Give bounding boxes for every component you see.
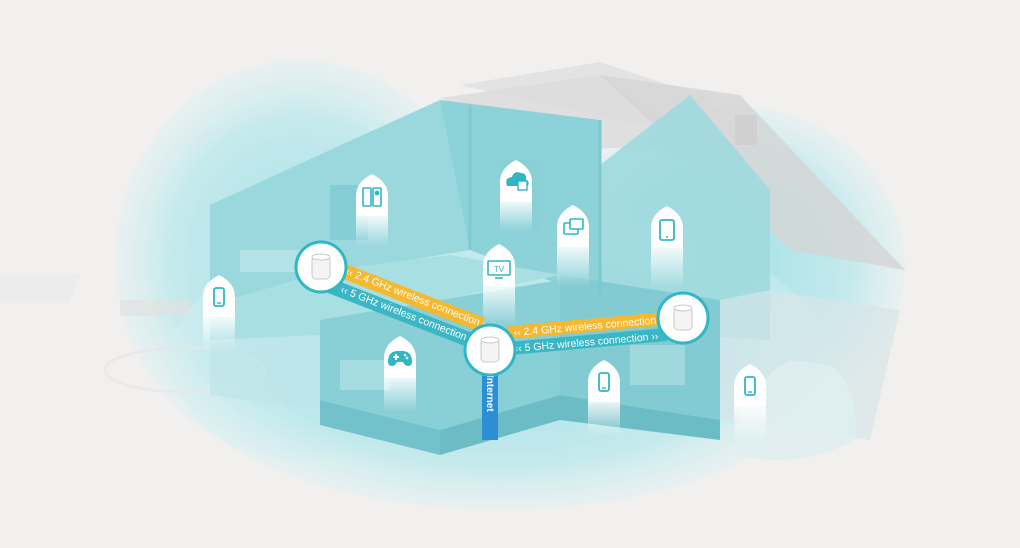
device-pin-cloud [500, 160, 532, 232]
band-right-24ghz [508, 312, 666, 339]
router-right [656, 291, 710, 345]
phone-icon [213, 287, 225, 307]
router-left [294, 240, 348, 294]
internet-label: Internet [484, 375, 495, 412]
router-icon [480, 336, 500, 363]
routers [294, 240, 710, 377]
phone-icon [598, 372, 610, 392]
router-icon [311, 253, 331, 280]
band-right-5ghz [509, 328, 667, 355]
band-left-5ghz [328, 279, 480, 350]
band-left-24ghz [333, 261, 485, 332]
tv-icon: TV [487, 260, 511, 279]
internet-line: Internet [482, 368, 498, 440]
device-pin-game-console [356, 174, 388, 246]
laptop-icon [563, 218, 584, 235]
device-pin-tv: TV [483, 244, 515, 326]
device-pin-phone-left [203, 275, 235, 351]
tablet-icon [659, 219, 675, 241]
device-pin-phone-right [734, 364, 766, 440]
device-pin-phone-center [588, 360, 620, 436]
router-center [463, 323, 517, 377]
device-pin-gamepad [384, 336, 416, 412]
cloud-storage-icon [506, 172, 529, 191]
phone-icon [744, 376, 756, 396]
device-pin-tablet [651, 206, 683, 288]
router-icon [673, 304, 693, 331]
device-pin-laptop [557, 205, 589, 287]
game-console-icon [362, 187, 382, 207]
gamepad-icon [388, 350, 412, 366]
device-pins: TV [203, 160, 766, 440]
tv-icon-text: TV [494, 265, 505, 274]
